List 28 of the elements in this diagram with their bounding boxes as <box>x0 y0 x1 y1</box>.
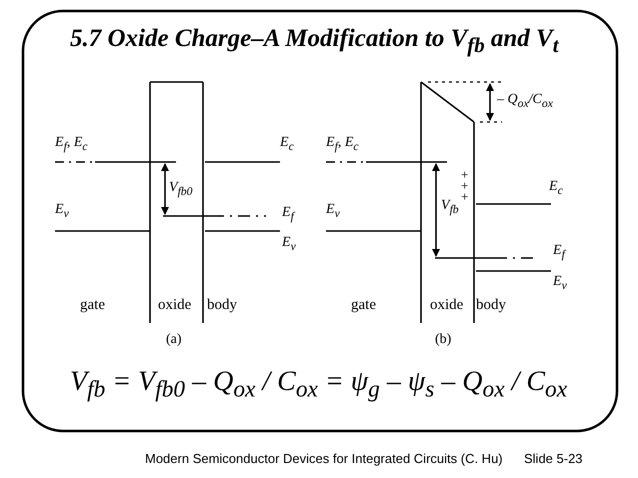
voltage-label: V$_{fb}$ <box>441 199 459 216</box>
charge-sign: + <box>461 168 468 181</box>
band-label: E$_{v}$ <box>553 275 567 292</box>
band-label: E$_{c}$ <box>549 180 563 196</box>
region-label: oxide <box>158 298 192 313</box>
band-label: E$_{c}$ <box>280 136 294 152</box>
panel-label: (b) <box>435 333 452 347</box>
equation: V$_{fb}$ = V$_{fb0}$ – Q$_{ox}$ / C$_{ox}$ = ψ$_{g}$ – ψ$_{s}$ – Q$_{ox}$ / C$_{ox}$ <box>70 368 568 402</box>
slide-title: 5.7 Oxide Charge–A Modification to V$_{fb}$ and V$_{t}$ <box>70 26 559 56</box>
band-label: E$_{f}$, E$_{c}$ <box>55 136 88 152</box>
region-label: body <box>207 298 237 313</box>
band-label: E$_{v}$ <box>282 236 296 252</box>
footer-text: Modern Semiconductor Devices for Integrated Circuits (C. Hu) <box>145 452 503 465</box>
region-label: gate <box>351 298 376 313</box>
band-label: E$_{f}$ <box>282 206 294 222</box>
charge-sign: + <box>461 179 468 192</box>
band-label: E$_{v}$ <box>326 203 340 220</box>
voltage-label: V$_{fb0}$ <box>169 181 192 198</box>
region-label: oxide <box>430 298 464 313</box>
band-label: E$_{f}$, E$_{c}$ <box>326 136 359 152</box>
slide-number: Slide 5-23 <box>524 452 583 465</box>
panel-label: (a) <box>166 333 182 347</box>
band-label: E$_{f}$ <box>553 244 565 260</box>
charge-sign: + <box>461 190 468 203</box>
region-label: gate <box>80 298 105 313</box>
charge-label: – Q$_{ox}$/C$_{ox}$ <box>497 93 553 110</box>
region-label: body <box>476 298 506 313</box>
band-label: E$_{v}$ <box>55 203 69 220</box>
